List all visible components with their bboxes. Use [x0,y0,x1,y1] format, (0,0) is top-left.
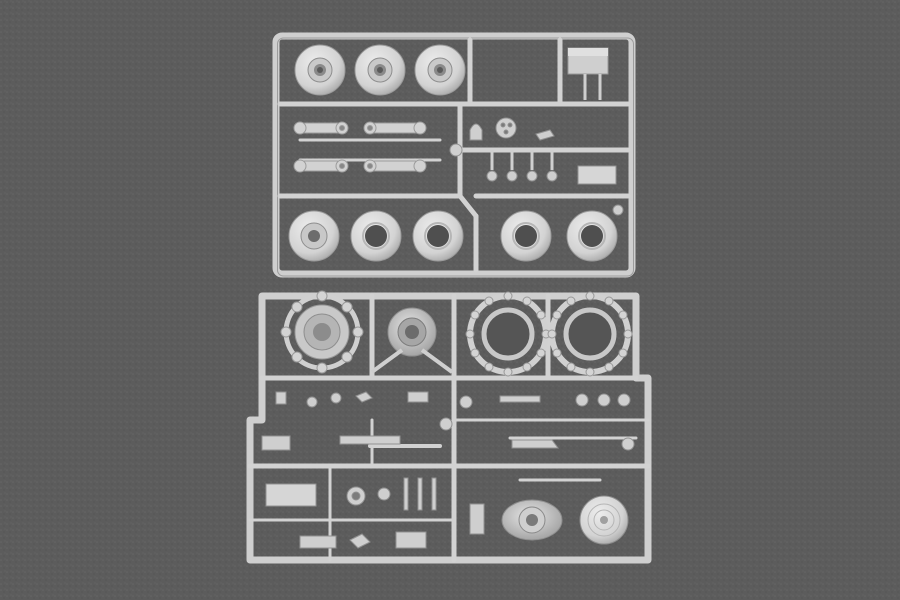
small-fittings-upper [449,117,624,216]
hub-part [579,495,629,545]
drive-sprocket [465,291,551,377]
road-wheel [350,210,402,262]
box-part [567,47,609,100]
hub-part [501,499,563,541]
suspension-arms [293,121,427,173]
idler-hub [370,307,454,374]
upper-road-wheels-bottom [288,210,618,262]
road-wheel [294,44,346,96]
road-wheel [288,210,340,262]
upper-sprue [272,32,636,278]
road-wheel [414,44,466,96]
upper-road-wheels-top [294,44,466,96]
drive-sprocket [547,291,633,377]
road-wheel [566,210,618,262]
small-fittings-lower [261,391,635,549]
upper-sprue-frame [272,32,636,278]
lower-sprue-frame [246,292,652,564]
road-wheel [412,210,464,262]
road-wheel [354,44,406,96]
road-wheel [500,210,552,262]
drive-sprocket [280,290,364,374]
